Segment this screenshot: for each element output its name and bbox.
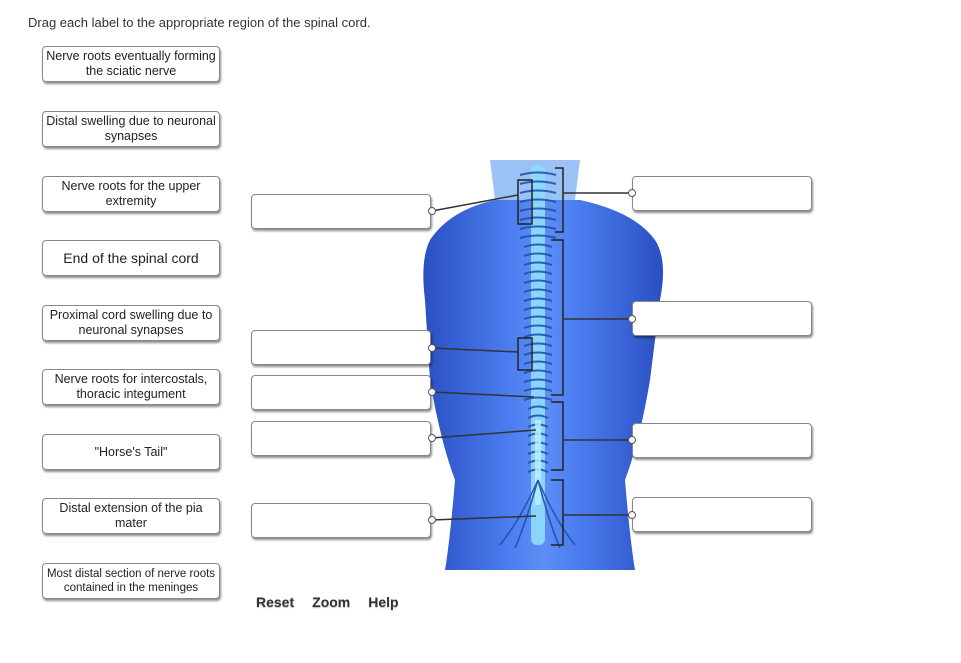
drop-target-left-3[interactable] bbox=[251, 375, 431, 410]
anchor-right-3 bbox=[628, 436, 636, 444]
drop-target-right-2[interactable] bbox=[632, 301, 812, 336]
nerve-root bbox=[523, 396, 553, 401]
instructions-text: Drag each label to the appropriate regio… bbox=[28, 15, 371, 30]
nerve-root bbox=[519, 225, 557, 230]
label-sciatic-nerve-roots[interactable]: Nerve roots eventually forming the sciat… bbox=[42, 46, 220, 82]
nerve-root bbox=[523, 351, 553, 356]
drop-target-left-2[interactable] bbox=[251, 330, 431, 365]
drop-target-left-1[interactable] bbox=[251, 194, 431, 229]
label-pia-mater-extension[interactable]: Distal extension of the pia mater bbox=[42, 498, 220, 534]
anchor-right-4 bbox=[628, 511, 636, 519]
nerve-root bbox=[527, 414, 549, 419]
reset-button[interactable]: Reset bbox=[256, 594, 295, 610]
nerve-root bbox=[523, 261, 553, 266]
nerve-root bbox=[519, 198, 557, 203]
nerve-root bbox=[523, 288, 553, 293]
nerve-root bbox=[523, 342, 553, 347]
anchor-left-2 bbox=[428, 344, 436, 352]
drop-target-right-4[interactable] bbox=[632, 497, 812, 532]
nerve-root bbox=[523, 270, 553, 275]
anchor-left-3 bbox=[428, 388, 436, 396]
zoom-button[interactable]: Zoom bbox=[312, 594, 351, 610]
help-button[interactable]: Help bbox=[368, 594, 399, 610]
drop-target-left-4[interactable] bbox=[251, 421, 431, 456]
nerve-root bbox=[523, 297, 553, 302]
label-distal-nerve-roots-meninges[interactable]: Most distal section of nerve roots conta… bbox=[42, 563, 220, 599]
nerve-root bbox=[523, 360, 553, 365]
anchor-left-4 bbox=[428, 434, 436, 442]
nerve-root bbox=[523, 315, 553, 320]
nerve-root bbox=[519, 216, 557, 221]
nerve-root bbox=[523, 333, 553, 338]
anchor-left-5 bbox=[428, 516, 436, 524]
drop-target-right-3[interactable] bbox=[632, 423, 812, 458]
nerve-root bbox=[519, 234, 557, 239]
nerve-root bbox=[523, 306, 553, 311]
anchor-right-2 bbox=[628, 315, 636, 323]
nerve-root bbox=[523, 378, 553, 383]
toolbar: Reset Zoom Help bbox=[256, 594, 399, 610]
label-intercostal-roots[interactable]: Nerve roots for intercostals, thoracic i… bbox=[42, 369, 220, 405]
nerve-root bbox=[523, 243, 553, 248]
nerve-root bbox=[519, 180, 557, 185]
label-distal-swelling[interactable]: Distal swelling due to neuronal synapses bbox=[42, 111, 220, 147]
label-horses-tail[interactable]: "Horse's Tail" bbox=[42, 434, 220, 470]
nerve-root bbox=[523, 324, 553, 329]
label-upper-extremity-roots[interactable]: Nerve roots for the upper extremity bbox=[42, 176, 220, 212]
anchor-right-1 bbox=[628, 189, 636, 197]
nerve-root bbox=[519, 171, 557, 176]
nerve-root bbox=[527, 405, 549, 410]
label-proximal-swelling[interactable]: Proximal cord swelling due to neuronal s… bbox=[42, 305, 220, 341]
anchor-left-1 bbox=[428, 207, 436, 215]
label-end-of-spinal-cord[interactable]: End of the spinal cord bbox=[42, 240, 220, 276]
drop-target-right-1[interactable] bbox=[632, 176, 812, 211]
nerve-root bbox=[523, 369, 553, 374]
nerve-root bbox=[523, 387, 553, 392]
nerve-root bbox=[519, 189, 557, 194]
nerve-root bbox=[523, 279, 553, 284]
nerve-root bbox=[523, 252, 553, 257]
drop-target-left-5[interactable] bbox=[251, 503, 431, 538]
nerve-root bbox=[519, 207, 557, 212]
spinal-column bbox=[531, 165, 545, 545]
